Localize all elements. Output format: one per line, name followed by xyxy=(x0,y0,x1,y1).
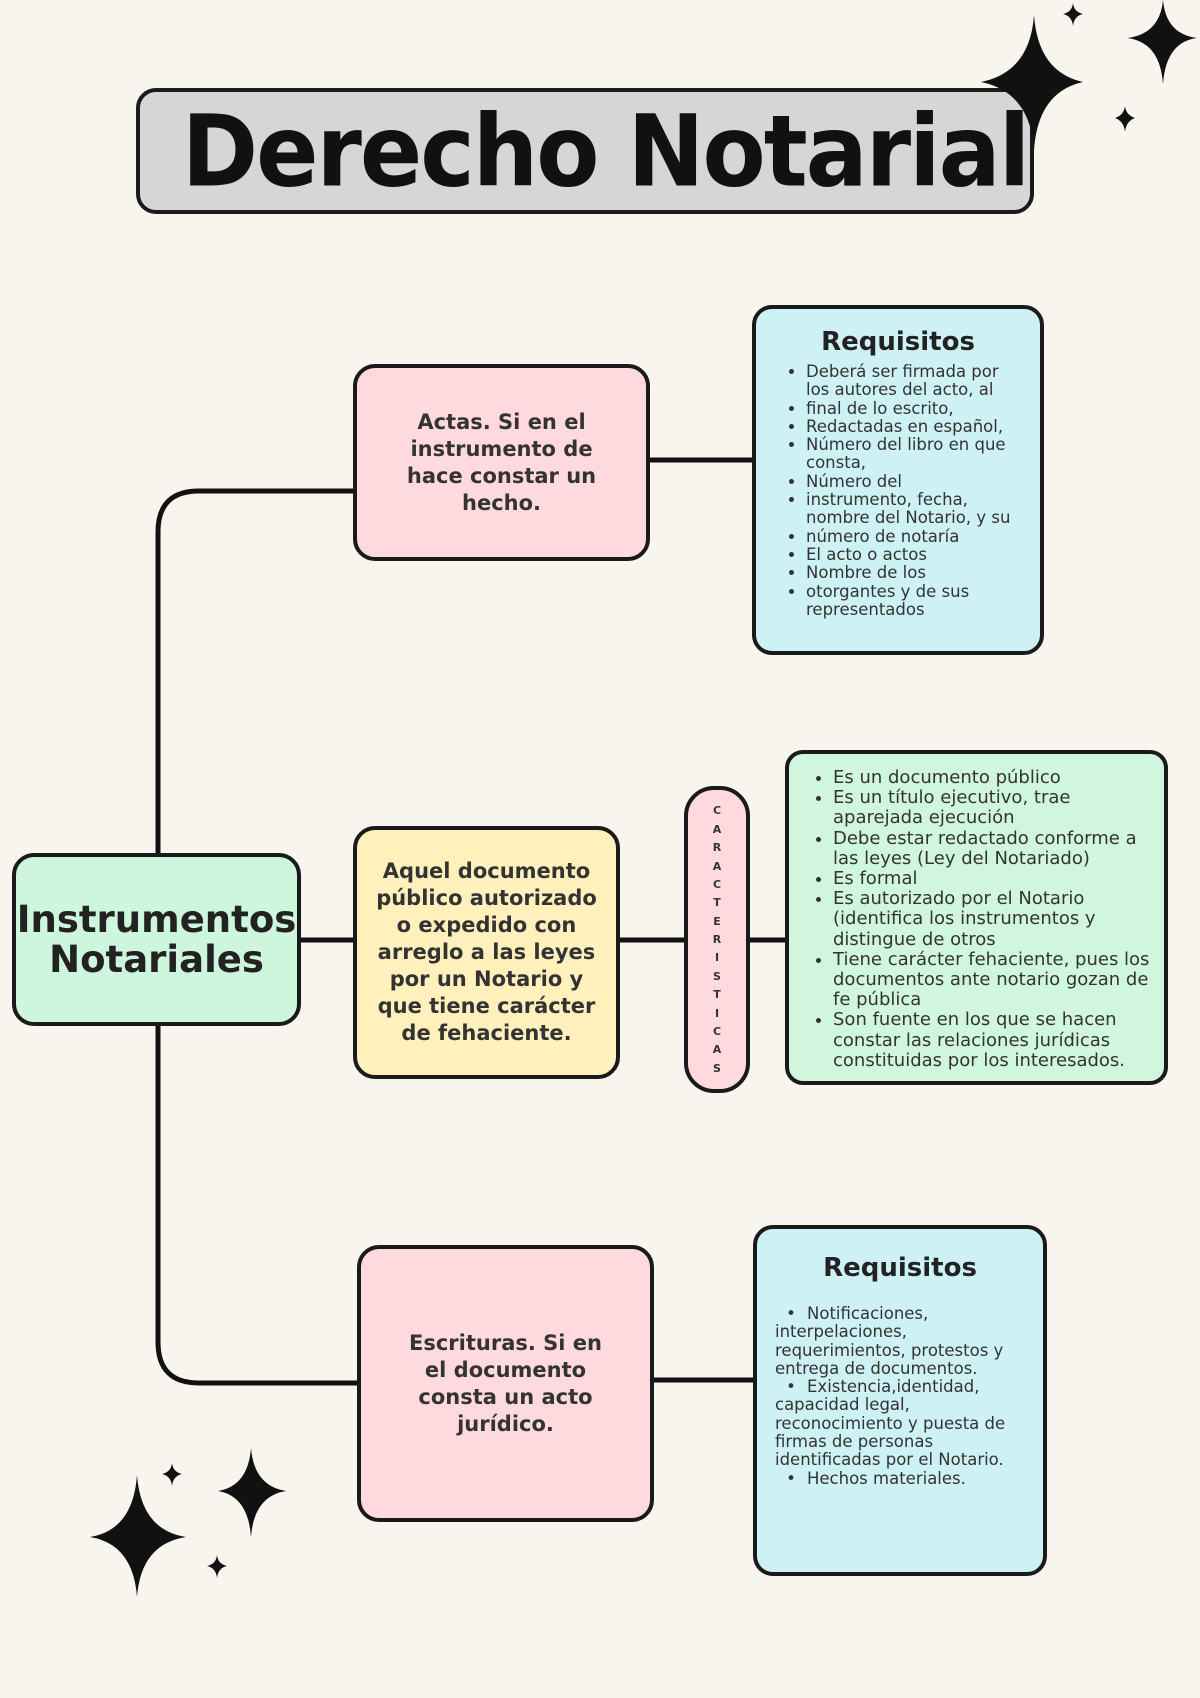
connector-root-escrituras xyxy=(155,1023,360,1386)
page-title: Derecho Notarial xyxy=(181,93,1031,209)
list-item: otorgantes y de sus representados xyxy=(806,582,1022,620)
large-star-icon xyxy=(981,15,1083,150)
list-item: Notificaciones, interpelaciones, requeri… xyxy=(775,1304,1025,1378)
list-item: instrumento, fecha, nombre del Notario, … xyxy=(806,491,1022,528)
pill-letter: T xyxy=(713,988,721,1002)
list-item: Nombre de los xyxy=(806,563,1022,582)
pill-letter: I xyxy=(714,951,720,965)
requisitos-actas-list: Deberá ser firmada por los autores del a… xyxy=(774,362,1022,620)
pill-letter: A xyxy=(712,822,722,836)
medium-star-icon xyxy=(1127,0,1197,84)
list-item: Existencia,identidad, capacidad legal, r… xyxy=(775,1377,1025,1469)
pill-letter: R xyxy=(712,933,722,946)
pill-letter: R xyxy=(712,841,722,855)
small-star-icon xyxy=(1115,106,1135,132)
pill-letter: C xyxy=(712,804,722,818)
requisitos-actas-heading: Requisitos xyxy=(821,327,975,357)
list-item: Es un documento público xyxy=(833,767,1152,788)
pill-letter: E xyxy=(713,914,721,928)
caracteristicas-list: Es un documento público Es un título eje… xyxy=(803,767,1152,1071)
list-item: Tiene carácter fehaciente, pues los docu… xyxy=(833,949,1152,1011)
list-item: Debe estar redactado conforme a las leye… xyxy=(833,828,1152,869)
node-documento-publico: Aquel documento público autorizado o exp… xyxy=(353,826,620,1079)
list-item: Es formal xyxy=(833,868,1152,889)
list-item: número de notaría xyxy=(806,527,1022,546)
requisitos-escrituras-heading: Requisitos xyxy=(823,1253,977,1283)
large-star-icon xyxy=(90,1475,186,1597)
medium-star-icon xyxy=(218,1448,286,1537)
requisitos-actas-box: Requisitos Deberá ser firmada por los au… xyxy=(752,305,1044,655)
pill-letter: A xyxy=(712,1043,722,1057)
sparkle-stars-icon xyxy=(981,0,1197,150)
requisitos-escrituras-box: Requisitos Notificaciones, interpelacion… xyxy=(753,1225,1047,1576)
small-star-icon xyxy=(162,1463,182,1486)
sparkle-stars-icon xyxy=(90,1448,286,1597)
pill-letter: C xyxy=(712,1024,722,1038)
requisitos-escrituras-list: Notificaciones, interpelaciones, requeri… xyxy=(775,1304,1025,1488)
pill-letter: I xyxy=(714,1006,720,1020)
node-escrituras-label: Escrituras. Si en el documento consta un… xyxy=(409,1330,602,1436)
node-actas: Actas. Si en el instrumento de hace cons… xyxy=(353,364,650,561)
caracteristicas-box: Es un documento público Es un título eje… xyxy=(785,750,1168,1085)
list-item: Número del xyxy=(806,472,1022,491)
pill-letter: T xyxy=(713,896,721,910)
node-escrituras: Escrituras. Si en el documento consta un… xyxy=(357,1245,654,1522)
small-star-icon xyxy=(1063,3,1083,26)
pill-letter: C xyxy=(712,877,722,891)
list-item: Redactadas en español, xyxy=(806,417,1022,436)
pill-letter: A xyxy=(712,859,722,873)
list-item: Deberá ser firmada por los autores del a… xyxy=(806,362,1022,400)
list-item: Es autorizado por el Notario (identifica… xyxy=(833,889,1152,950)
node-documento-label: Aquel documento público autorizado o exp… xyxy=(376,859,597,1045)
connector-root-actas xyxy=(155,488,356,856)
list-item: Número del libro en que consta, xyxy=(806,436,1022,473)
list-item: El acto o actos xyxy=(806,545,1022,564)
list-item: Son fuente en los que se hacen constar l… xyxy=(833,1010,1152,1071)
list-item: Es un título ejecutivo, trae aparejada e… xyxy=(833,788,1152,829)
list-item: final de lo escrito, xyxy=(806,399,1022,418)
caracteristicas-pill: C A R A C T E R I S T I C A S xyxy=(684,786,750,1093)
pill-letter: S xyxy=(713,969,721,983)
node-actas-label: Actas. Si en el instrumento de hace cons… xyxy=(406,409,597,515)
root-node-instrumentos-notariales: Instrumentos Notariales xyxy=(12,853,301,1026)
root-label: Instrumentos Notariales xyxy=(16,897,297,981)
small-star-icon xyxy=(207,1555,227,1578)
list-item: Hechos materiales. xyxy=(775,1469,1025,1488)
pill-letter: S xyxy=(713,1061,721,1075)
title-banner: Derecho Notarial xyxy=(136,88,1034,214)
